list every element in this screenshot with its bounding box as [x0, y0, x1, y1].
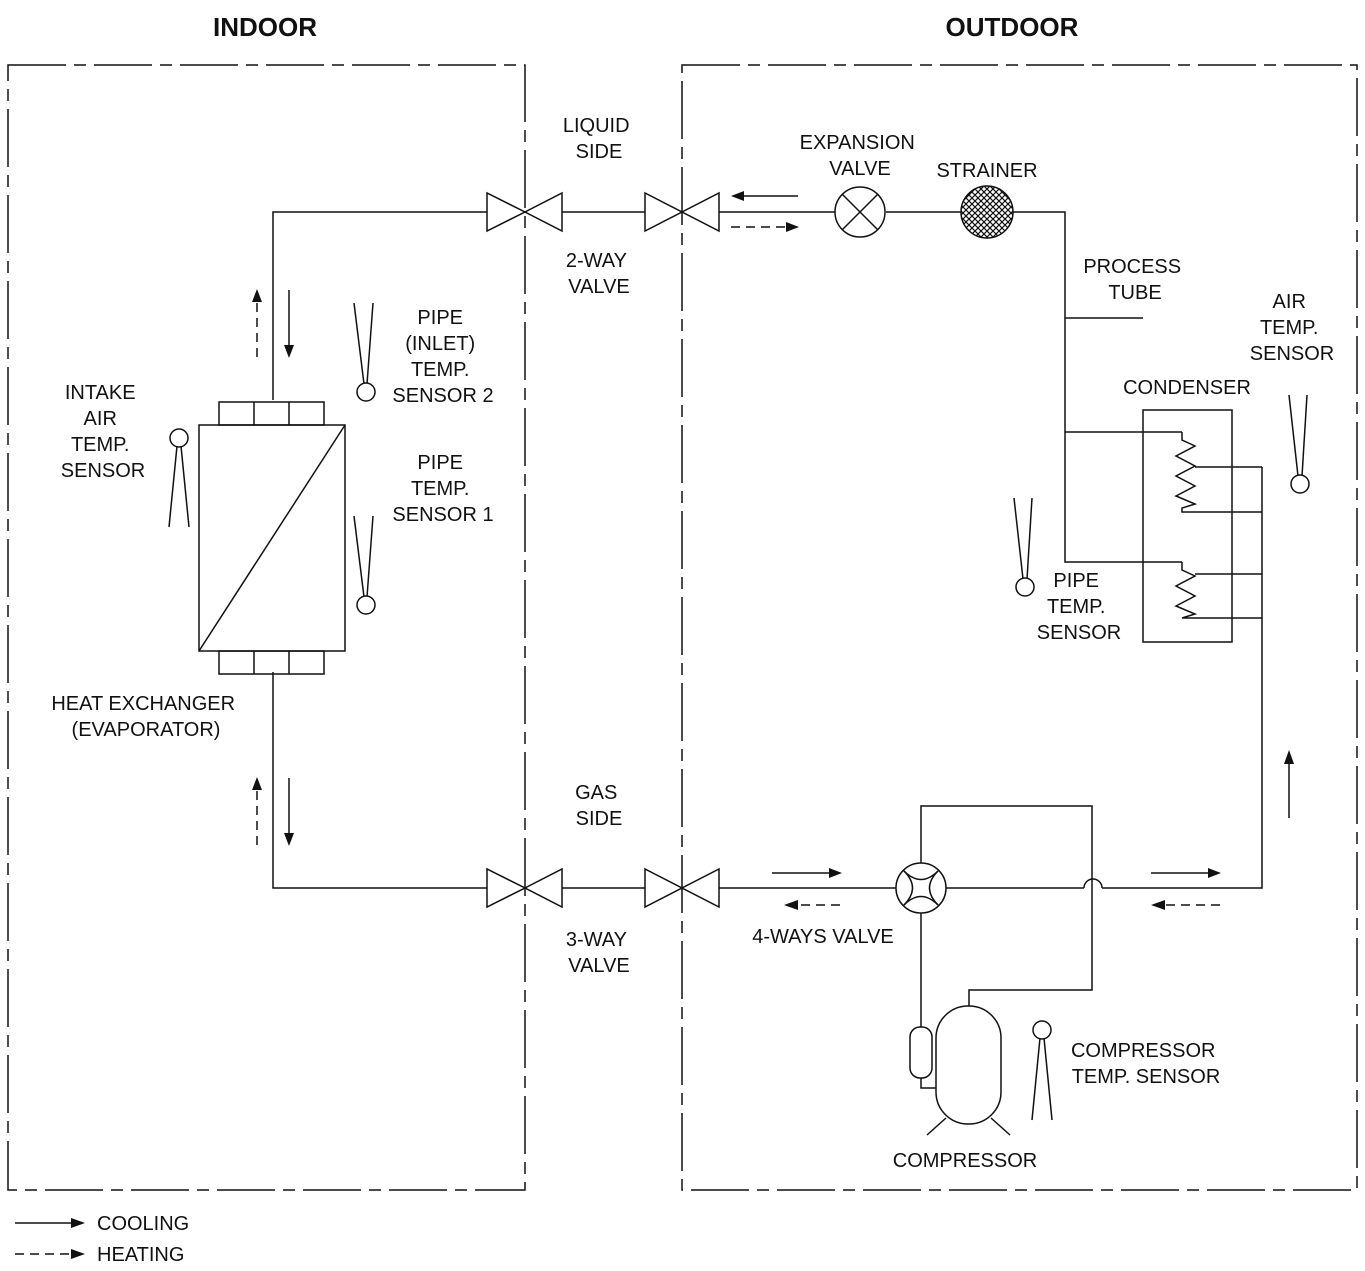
legend-heating-arrow — [15, 1249, 85, 1259]
condenser-return-pipe — [1102, 467, 1263, 889]
legend-heating-label: HEATING — [97, 1244, 184, 1266]
heat-exchanger-evaporator — [198, 401, 346, 675]
compressor-temp-sensor-label: COMPRESSOR TEMP. SENSOR — [1071, 1040, 1221, 1088]
two-way-valve-label: 2-WAY VALVE — [566, 250, 632, 298]
pipe-inlet-temp-sensor-2-label: PIPE (INLET) TEMP. SENSOR 2 — [392, 307, 493, 407]
condenser-line-flow-arrows — [1151, 868, 1221, 910]
liquid-side-indoor-valve — [486, 191, 563, 233]
outdoor-header: OUTDOOR — [946, 12, 1079, 42]
compressor-label: COMPRESSOR — [893, 1150, 1037, 1172]
indoor-upper-flow-arrows — [252, 289, 294, 358]
liquid-side-label: LIQUID SIDE — [563, 115, 635, 163]
pipe-inlet-temp-sensor-2-symbol — [353, 302, 376, 402]
riser-flow-arrow — [1284, 750, 1294, 818]
compressor-temp-sensor-symbol — [1031, 1020, 1053, 1121]
heat-exchanger-label: HEAT EXCHANGER (EVAPORATOR) — [51, 693, 240, 741]
strainer-symbol — [960, 185, 1014, 239]
indoor-unit-boundary — [7, 64, 526, 1191]
outdoor-unit-boundary — [681, 64, 1358, 1191]
strainer-label: STRAINER — [936, 160, 1037, 182]
expansion-valve-label: EXPANSION VALVE — [800, 132, 921, 180]
legend-cooling-arrow — [15, 1218, 85, 1228]
condenser-label: CONDENSER — [1123, 377, 1251, 399]
accumulator-to-compressor-pipe — [920, 1078, 936, 1089]
legend: COOLING HEATING — [15, 1213, 189, 1266]
outdoor-air-temp-sensor-symbol — [1288, 394, 1310, 494]
gas-side-label: GAS SIDE — [575, 782, 623, 830]
outdoor-air-temp-sensor-label: AIR TEMP. SENSOR — [1250, 291, 1334, 365]
indoor-gas-pipe — [272, 672, 487, 889]
outdoor-liquid-pipe-c — [1013, 211, 1182, 563]
compressor-symbol — [926, 1005, 1011, 1136]
legend-cooling-label: COOLING — [97, 1213, 189, 1235]
four-ways-valve-symbol — [895, 862, 947, 914]
liquid-line-flow-arrows — [731, 191, 799, 232]
pipe-crossover-hump — [1083, 878, 1103, 889]
four-way-top-loop-pipe — [920, 805, 1093, 1006]
outdoor-pipe-temp-sensor-label: PIPE TEMP. SENSOR — [1037, 570, 1121, 644]
intake-air-temp-sensor-symbol — [168, 428, 190, 528]
condenser-coil — [1142, 409, 1262, 643]
accumulator-symbol — [909, 1026, 933, 1079]
indoor-header: INDOOR — [213, 12, 317, 42]
indoor-lower-flow-arrows — [252, 777, 294, 846]
intake-air-temp-sensor-label: INTAKE AIR TEMP. SENSOR — [61, 382, 145, 482]
indoor-liquid-pipe — [272, 211, 487, 400]
pipe-temp-sensor-1-symbol — [353, 515, 376, 615]
pipe-temp-sensor-1-label: PIPE TEMP. SENSOR 1 — [392, 452, 493, 526]
process-tube-label: PROCESS TUBE — [1083, 256, 1186, 304]
outdoor-pipe-temp-sensor-symbol — [1013, 497, 1035, 597]
expansion-valve-symbol — [834, 186, 886, 238]
gas-side-indoor-valve — [486, 867, 563, 909]
three-way-valve-label: 3-WAY VALVE — [566, 929, 632, 977]
gas-line-flow-arrows — [772, 868, 842, 910]
four-ways-valve-label: 4-WAYS VALVE — [752, 926, 894, 948]
